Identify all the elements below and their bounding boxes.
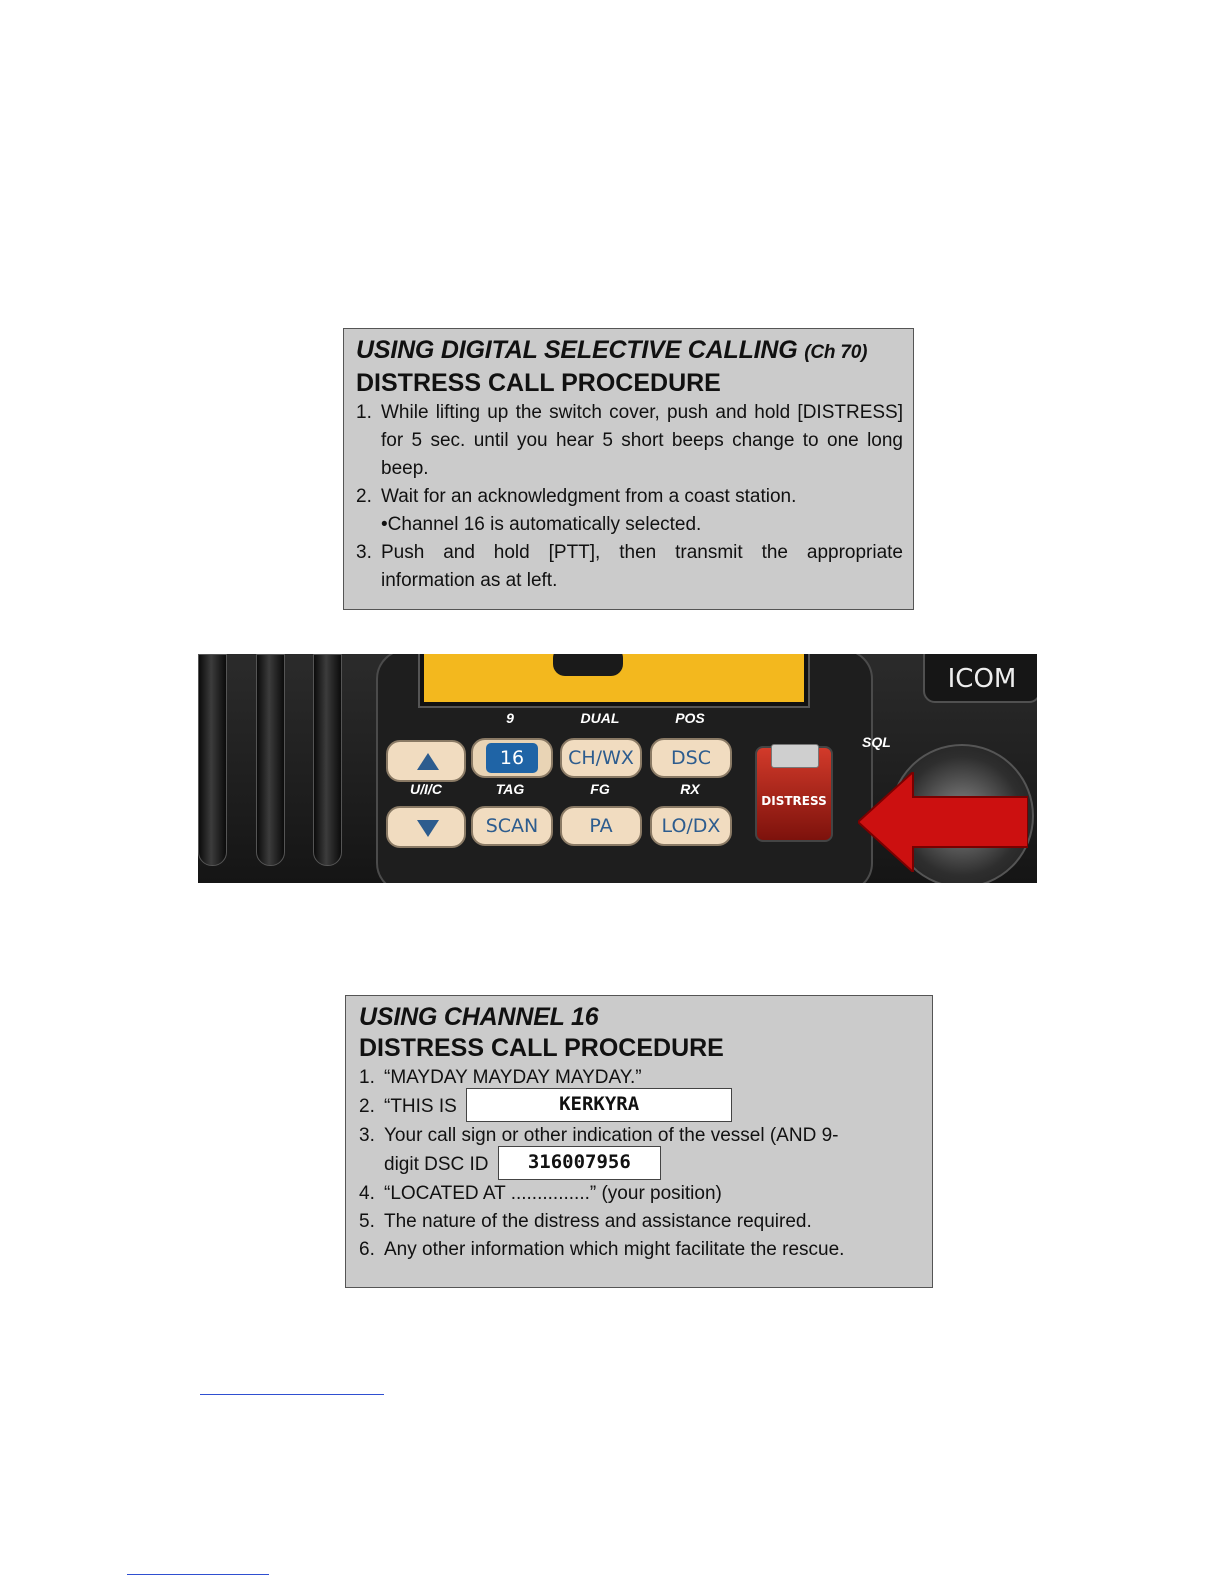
speaker-grille	[256, 654, 285, 866]
ch16-step-6: 6. Any other information which might fac…	[359, 1239, 845, 1261]
dsc-card-title: USING DIGITAL SELECTIVE CALLING (Ch 70)	[356, 336, 868, 364]
ch16-step-5: 5. The nature of the distress and assist…	[359, 1211, 812, 1233]
down-arrow-icon	[417, 820, 439, 837]
key-label-rx: RX	[680, 781, 700, 797]
speaker-grille	[198, 654, 227, 866]
key-label-fg: FG	[590, 781, 610, 797]
dsc-card-subtitle: DISTRESS CALL PROCEDURE	[356, 369, 721, 397]
scan-key[interactable]: SCAN	[471, 806, 553, 846]
chwx-key[interactable]: CH/WX	[560, 738, 642, 778]
vessel-name-field: KERKYRA	[466, 1088, 733, 1122]
dsc-step-3: 3. Push and hold [PTT], then transmit th…	[356, 542, 903, 591]
lcd-segment	[553, 654, 623, 676]
key-label-9: 9	[506, 710, 514, 726]
key-label-dual: DUAL	[580, 710, 620, 726]
up-key[interactable]	[386, 740, 466, 782]
ch16-step-2: 2. “THIS IS KERKYRA	[359, 1088, 922, 1122]
hyperlink-underline[interactable]	[200, 1394, 384, 1395]
dsc-procedure-card: USING DIGITAL SELECTIVE CALLING (Ch 70) …	[343, 328, 914, 610]
dsc-step-1: 1. While lifting up the switch cover, pu…	[356, 402, 903, 479]
distress-button[interactable]: DISTRESS	[755, 744, 833, 842]
dsc-step-2: 2. Wait for an acknowledgment from a coa…	[356, 486, 797, 507]
dsc-id-field: 316007956	[497, 1146, 661, 1181]
ch16-card-subtitle: DISTRESS CALL PROCEDURE	[359, 1034, 724, 1062]
sql-label: SQL	[862, 734, 891, 750]
ch16-step-1: 1. “MAYDAY MAYDAY MAYDAY.”	[359, 1067, 642, 1088]
key-label-uic: U/I/C	[410, 781, 442, 797]
footnote-separator	[127, 1574, 269, 1575]
icom-logo: ICOM	[923, 654, 1037, 703]
pa-key[interactable]: PA	[560, 806, 642, 846]
switch-cover	[771, 744, 819, 768]
dsc-step-2-note: •Channel 16 is automatically selected.	[381, 514, 702, 535]
key-label-pos: POS	[675, 710, 705, 726]
ch16-card-title: USING CHANNEL 16	[359, 1003, 599, 1031]
ch16-procedure-card: USING CHANNEL 16 DISTRESS CALL PROCEDURE…	[345, 995, 933, 1288]
key-label-tag: TAG	[495, 781, 525, 797]
lodx-key[interactable]: LO/DX	[650, 806, 732, 846]
down-key[interactable]	[386, 806, 466, 848]
up-arrow-icon	[417, 753, 439, 770]
dsc-key[interactable]: DSC	[650, 738, 732, 778]
ch16-step-4: 4. “LOCATED AT ...............” (your po…	[359, 1183, 722, 1205]
radio-panel-photo: 9 DUAL POS 16 CH/WX DSC U/I/C TAG FG RX …	[198, 654, 1037, 883]
speaker-grille	[313, 654, 342, 866]
red-arrow-icon	[858, 772, 1028, 872]
channel-suffix: (Ch 70)	[804, 342, 868, 363]
ch16-key[interactable]: 16	[471, 738, 553, 778]
ch16-step-3: 3. Your call sign or other indication of…	[359, 1122, 922, 1181]
